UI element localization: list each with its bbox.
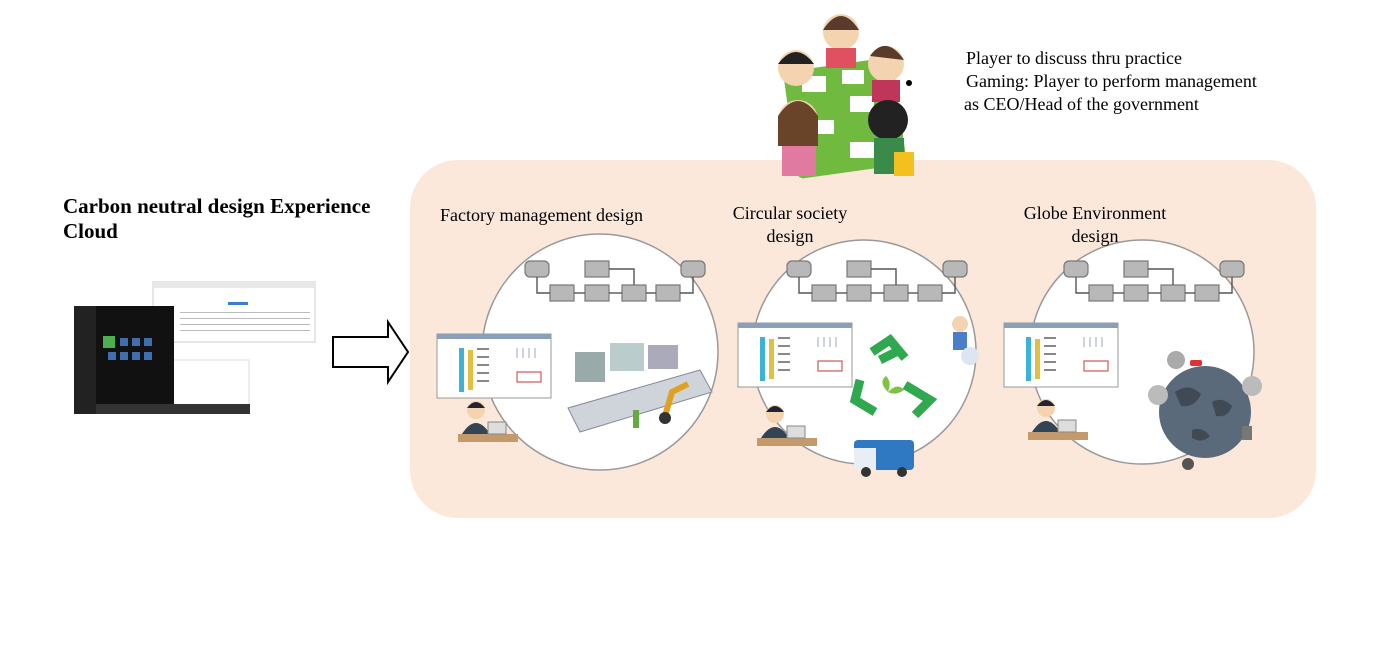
globe-environment-circle: [1003, 239, 1262, 470]
globe-environment-label-line2: design: [1071, 226, 1119, 246]
factory-management-label: Factory management design: [440, 205, 643, 225]
note-line-3: as CEO/Head of the government: [964, 94, 1199, 114]
note-line-2: Gaming: Player to perform management: [966, 71, 1257, 91]
factory-circle: [436, 233, 719, 471]
circular-society-label-line2: design: [766, 226, 814, 246]
cleaner-person-icon: [952, 316, 979, 365]
globe-environment-label-line1: Globe Environment: [1023, 203, 1167, 223]
page-title: Carbon neutral design Experience Cloud: [63, 194, 371, 243]
circular-society-label-line1: Circular society: [732, 203, 848, 223]
player-notes: Player to discuss thru practice Gaming: …: [964, 47, 1257, 116]
cloud-app-screenshot: [74, 281, 316, 414]
factory-robot-arm-icon: [567, 343, 713, 433]
circular-society-circle: [737, 239, 979, 477]
garbage-truck-icon: [854, 440, 914, 477]
arrow-right-icon: [332, 318, 410, 386]
discussion-group-icon: [778, 14, 914, 179]
globe-environment-label: Globe Environment design: [1010, 202, 1180, 248]
polluted-globe-icon: [1148, 351, 1262, 470]
note-line-1: Player to discuss thru practice: [966, 48, 1182, 68]
circular-society-label: Circular society design: [720, 202, 860, 248]
recycle-icon: [849, 334, 938, 419]
